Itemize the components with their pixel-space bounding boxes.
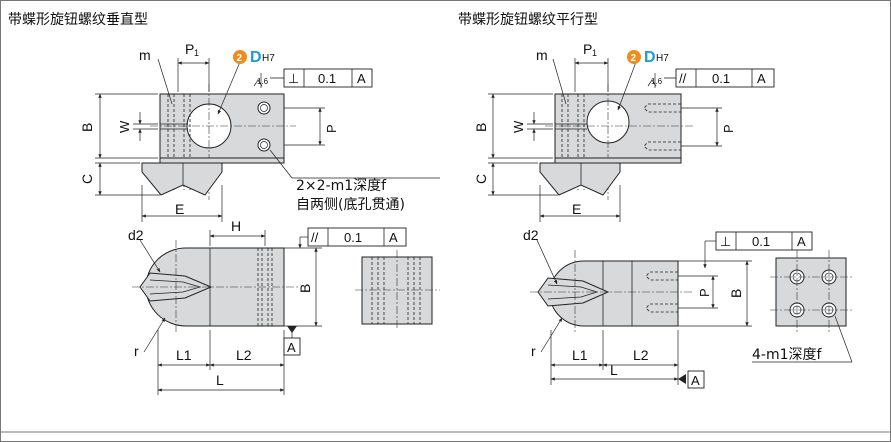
left-label-d: D [250, 49, 262, 66]
left-par-datum: A [389, 230, 398, 245]
left-side-view [355, 250, 440, 330]
left-label-r: r [134, 343, 139, 359]
right-badge-number: 2 [631, 53, 637, 64]
right-perp-symbol: ⊥ [720, 234, 731, 249]
left-tol-datum: A [357, 71, 366, 86]
left-datum-box: A [283, 337, 301, 356]
left-label-l2: L2 [236, 347, 252, 363]
right-top-view [539, 84, 694, 200]
left-parallel-frame: // 0.1 A [307, 227, 407, 247]
right-label-b: B [473, 123, 489, 132]
left-tol-symbol: ⊥ [288, 71, 299, 86]
left-label-l1: L1 [176, 347, 192, 363]
right-label-e: E [572, 201, 581, 217]
right-label-m: m [536, 47, 548, 63]
right-title: 带蝶形旋钮螺纹平行型 [458, 12, 598, 28]
right-label-p: P [721, 124, 736, 133]
left-datum-bottom: A [287, 340, 296, 355]
right-roughness: 1.6 [651, 77, 663, 86]
left-par-value: 0.1 [344, 230, 362, 245]
right-note: 4-m1深度f [752, 347, 823, 363]
right-label-l1: L1 [572, 347, 588, 363]
left-tol-value: 0.1 [318, 71, 336, 86]
left-label-l: L [216, 372, 224, 388]
right-perp-datum: A [797, 234, 806, 249]
right-label-p1: P [583, 41, 592, 57]
left-label-e: E [175, 201, 184, 217]
right-tol-symbol: // [679, 71, 687, 86]
left-label-p1: P [185, 41, 194, 57]
left-label-p1-sub: 1 [194, 48, 199, 58]
right-tol-datum: A [757, 71, 766, 86]
right-label-d: D [644, 49, 656, 66]
right-label-w: W [511, 120, 526, 133]
right-perp-frame: ⊥ 0.1 A [715, 231, 813, 251]
left-note-line2: 自两侧(底孔贯通) [296, 197, 405, 213]
left-label-p: P [324, 124, 339, 133]
right-label-d2: d2 [523, 227, 539, 243]
left-note-line1: 2×2-m1深度f [296, 178, 387, 194]
right-label-l: L [610, 362, 618, 378]
right-label-p2: P [697, 288, 712, 297]
right-label-p1-sub: 1 [592, 48, 597, 58]
left-title: 带蝶形旋钮螺纹垂直型 [8, 11, 148, 28]
left-label-h: H [231, 218, 241, 234]
left-front-view [132, 240, 300, 334]
left-label-c: C [79, 174, 95, 184]
right-front-view [530, 250, 692, 334]
right-label-h7: H7 [656, 53, 669, 64]
left-top-view [141, 84, 296, 200]
left-par-symbol: // [311, 230, 319, 245]
right-front-dims [536, 239, 752, 385]
left-label-b: B [79, 123, 95, 132]
left-badge-number: 2 [237, 53, 243, 64]
right-side-view [752, 250, 853, 363]
left-tolerance-frame: ⊥ 0.1 A [270, 68, 373, 88]
left-label-b2: B [297, 284, 313, 293]
right-perp-value: 0.1 [752, 234, 770, 249]
right-datum-box: A [687, 370, 705, 389]
right-label-r: r [531, 343, 536, 359]
right-label-l2: L2 [633, 347, 649, 363]
right-label-c: C [473, 174, 489, 184]
right-label-b2: B [728, 289, 744, 298]
left-badge-circle [233, 50, 247, 64]
right-tolerance-frame: // 0.1 A [664, 68, 775, 88]
left-roughness: 1.6 [257, 77, 269, 86]
left-label-d2: d2 [128, 227, 144, 243]
left-label-m: m [139, 47, 151, 63]
left-label-w: W [117, 120, 132, 133]
left-front-dims [139, 230, 322, 395]
left-label-h7: H7 [262, 53, 275, 64]
right-badge-circle [627, 50, 641, 64]
right-tol-value: 0.1 [712, 71, 730, 86]
right-datum-bottom: A [691, 373, 700, 388]
right-top-dims [488, 58, 722, 222]
left-top-dims [95, 58, 440, 222]
